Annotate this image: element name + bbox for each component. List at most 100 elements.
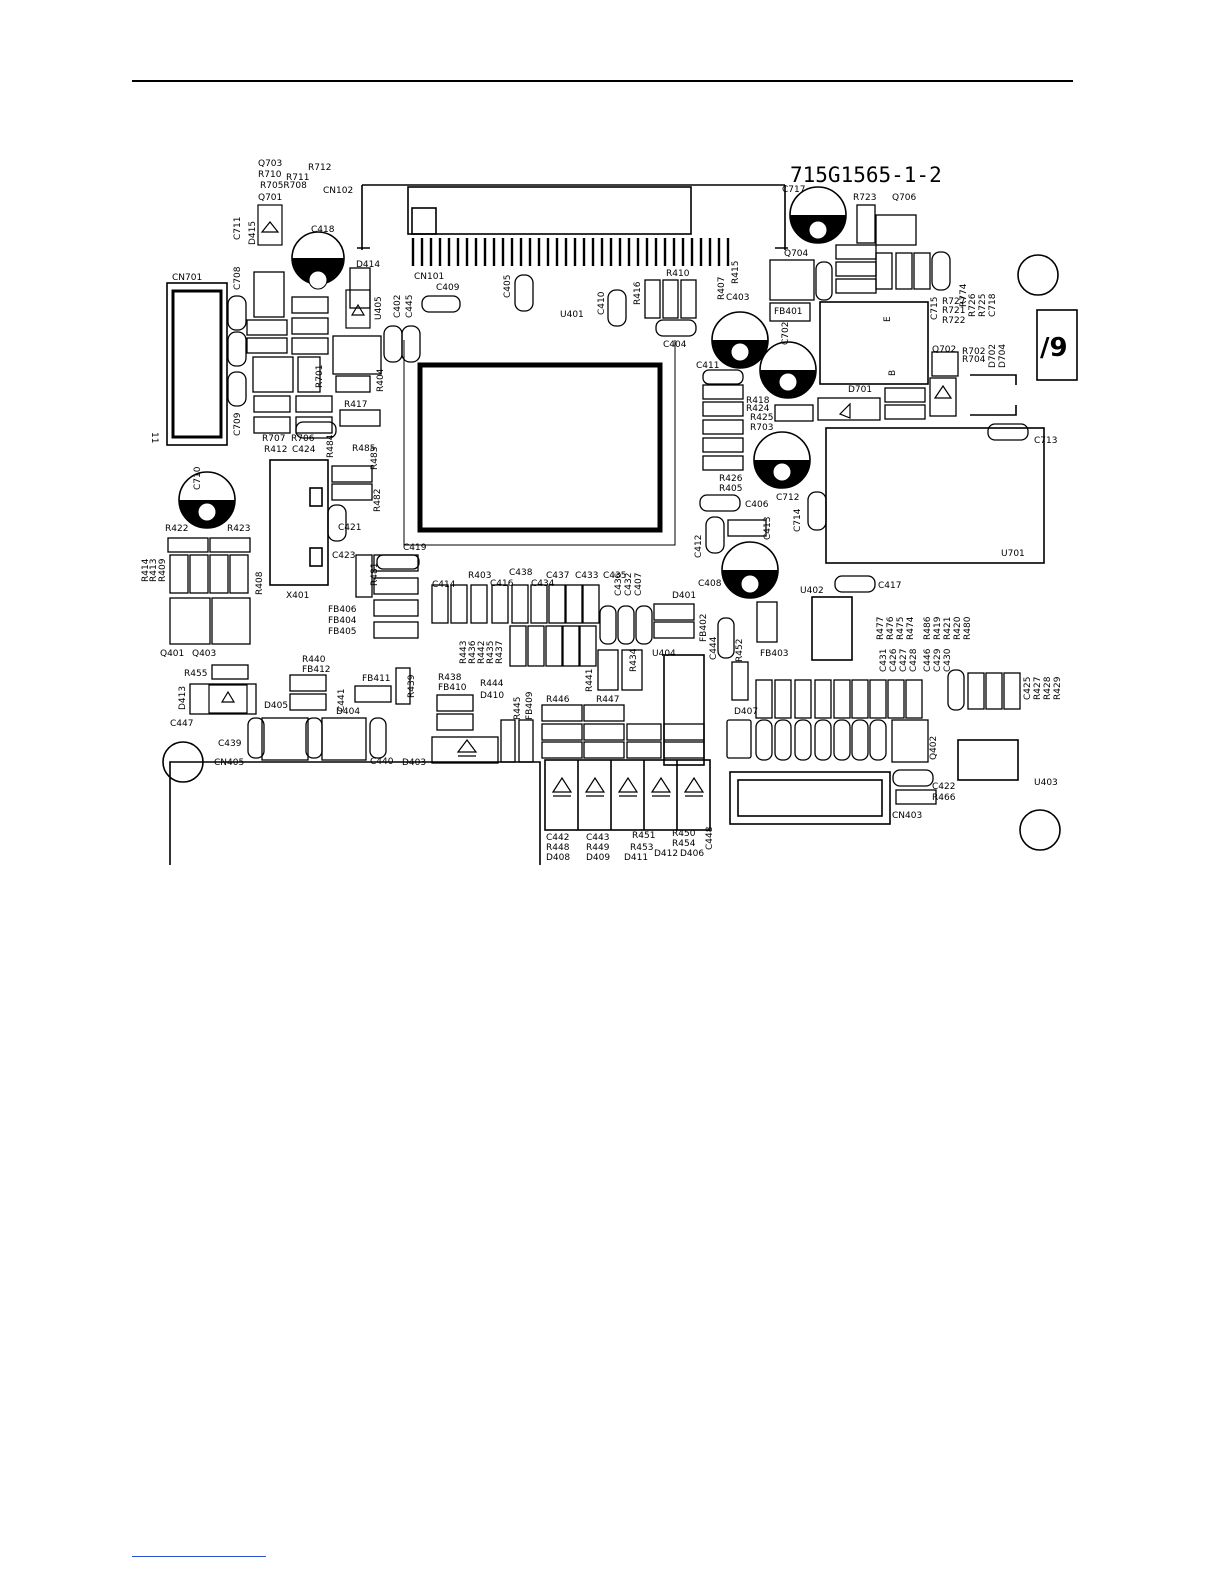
label-q702: Q702 bbox=[932, 345, 956, 355]
label-r703: R703 bbox=[750, 423, 773, 433]
cn101-body bbox=[407, 186, 692, 235]
label-c405: C405 bbox=[503, 275, 513, 298]
label-r482: R482 bbox=[373, 489, 383, 512]
label-r427: R427 bbox=[1033, 677, 1043, 700]
label-u401: U401 bbox=[560, 310, 584, 320]
label-r451: R451 bbox=[632, 831, 655, 841]
label-r475: R475 bbox=[896, 617, 906, 640]
label-d408: D408 bbox=[546, 853, 570, 863]
label-c407: C407 bbox=[634, 573, 644, 596]
label-r726: R726 bbox=[968, 293, 978, 317]
label-d410: D410 bbox=[480, 691, 504, 701]
label-q701: Q701 bbox=[258, 193, 282, 203]
label-c428: C428 bbox=[909, 648, 919, 672]
label-r417: R417 bbox=[344, 400, 367, 410]
label-r452: R452 bbox=[735, 639, 745, 662]
label-c710: C710 bbox=[193, 466, 203, 490]
label-c425: C425 bbox=[1023, 677, 1033, 700]
label-c711: C711 bbox=[233, 217, 243, 240]
u401-ic bbox=[417, 362, 663, 533]
label-c442: C442 bbox=[546, 833, 569, 843]
label-r450: R450 bbox=[672, 829, 696, 839]
label-u404: U404 bbox=[652, 649, 676, 659]
cn701-connector bbox=[166, 282, 228, 446]
label-u402: U402 bbox=[800, 586, 824, 596]
label-c444: C444 bbox=[709, 636, 719, 660]
label-r424: R424 bbox=[746, 404, 770, 414]
label-r701: R701 bbox=[315, 365, 325, 388]
label-r721: R721 bbox=[942, 306, 965, 316]
label-r409: R409 bbox=[158, 558, 168, 582]
label-r436: R436 bbox=[468, 640, 478, 664]
label-r705r708: R705R708 bbox=[260, 181, 307, 191]
label-r449: R449 bbox=[586, 843, 610, 853]
label-r441: R441 bbox=[585, 669, 595, 692]
u701-ic bbox=[825, 427, 1045, 564]
label-c702: C702 bbox=[781, 322, 791, 345]
label-cn701: CN701 bbox=[172, 273, 202, 283]
label-r455: R455 bbox=[184, 669, 207, 679]
label-q704: Q704 bbox=[784, 249, 809, 259]
label-r421: R421 bbox=[943, 617, 953, 640]
label-fb401: FB401 bbox=[774, 307, 803, 317]
label-r723: R723 bbox=[853, 193, 876, 203]
label-c443: C443 bbox=[586, 833, 609, 843]
label-r702: R702 bbox=[962, 347, 985, 357]
label-c712: C712 bbox=[776, 493, 799, 503]
label-r727: R727 bbox=[942, 297, 965, 307]
label-r448: R448 bbox=[546, 843, 570, 853]
label-r704: R704 bbox=[962, 355, 986, 365]
label-r477: R477 bbox=[876, 617, 886, 640]
label-r483: R483 bbox=[370, 447, 380, 470]
label-cn405: CN405 bbox=[214, 758, 244, 768]
cn101-pins bbox=[411, 238, 730, 266]
label-fb410: FB410 bbox=[438, 683, 467, 693]
cn403-connector bbox=[729, 771, 891, 825]
label-r454: R454 bbox=[672, 839, 696, 849]
label-r474: R474 bbox=[906, 616, 916, 640]
label-r774: R774 bbox=[959, 283, 969, 307]
label-r434: R434 bbox=[629, 648, 639, 672]
label-e-mark: E bbox=[883, 316, 893, 322]
label-r481: R481 bbox=[370, 563, 380, 586]
label-r486: R486 bbox=[923, 616, 933, 640]
label-r445: R445 bbox=[513, 697, 523, 720]
label-c408: C408 bbox=[698, 579, 722, 589]
label-c434: C434 bbox=[531, 579, 555, 589]
label-r484: R484 bbox=[326, 434, 336, 458]
label-fb409: FB409 bbox=[525, 691, 535, 720]
label-r407: R407 bbox=[717, 277, 727, 300]
resistor-arrays bbox=[167, 204, 1021, 805]
label-r413: R413 bbox=[149, 559, 159, 582]
board-edge-mark: 11 bbox=[149, 432, 159, 443]
label-c713: C713 bbox=[1034, 436, 1057, 446]
label-r414: R414 bbox=[141, 558, 151, 582]
label-c419: C419 bbox=[403, 543, 427, 553]
label-d411: D411 bbox=[624, 853, 648, 863]
label-r426: R426 bbox=[719, 474, 743, 484]
label-r476: R476 bbox=[886, 616, 896, 640]
label-d412: D412 bbox=[654, 849, 678, 859]
label-r706: R706 bbox=[291, 434, 315, 444]
label-r416: R416 bbox=[633, 281, 643, 305]
diode-array bbox=[544, 759, 711, 831]
label-c406: C406 bbox=[745, 500, 769, 510]
label-c414: C414 bbox=[432, 580, 456, 590]
label-r442: R442 bbox=[477, 641, 487, 664]
label-c714: C714 bbox=[793, 508, 803, 532]
label-fb405: FB405 bbox=[328, 627, 357, 637]
label-r447: R447 bbox=[596, 695, 619, 705]
board-corner-mark: /9 bbox=[1040, 333, 1068, 363]
label-c717: C717 bbox=[782, 185, 805, 195]
label-c448: C448 bbox=[705, 826, 715, 850]
label-r418: R418 bbox=[746, 396, 770, 406]
label-c718: C718 bbox=[988, 293, 998, 317]
label-c430: C430 bbox=[943, 648, 953, 672]
label-u405: U405 bbox=[374, 296, 384, 320]
label-d415: D415 bbox=[248, 221, 258, 245]
smd-capacitors bbox=[227, 251, 1029, 787]
label-r439: R439 bbox=[407, 674, 417, 698]
label-c431: C431 bbox=[879, 649, 889, 672]
label-c440: C440 bbox=[370, 757, 394, 767]
label-q706: Q706 bbox=[892, 193, 917, 203]
